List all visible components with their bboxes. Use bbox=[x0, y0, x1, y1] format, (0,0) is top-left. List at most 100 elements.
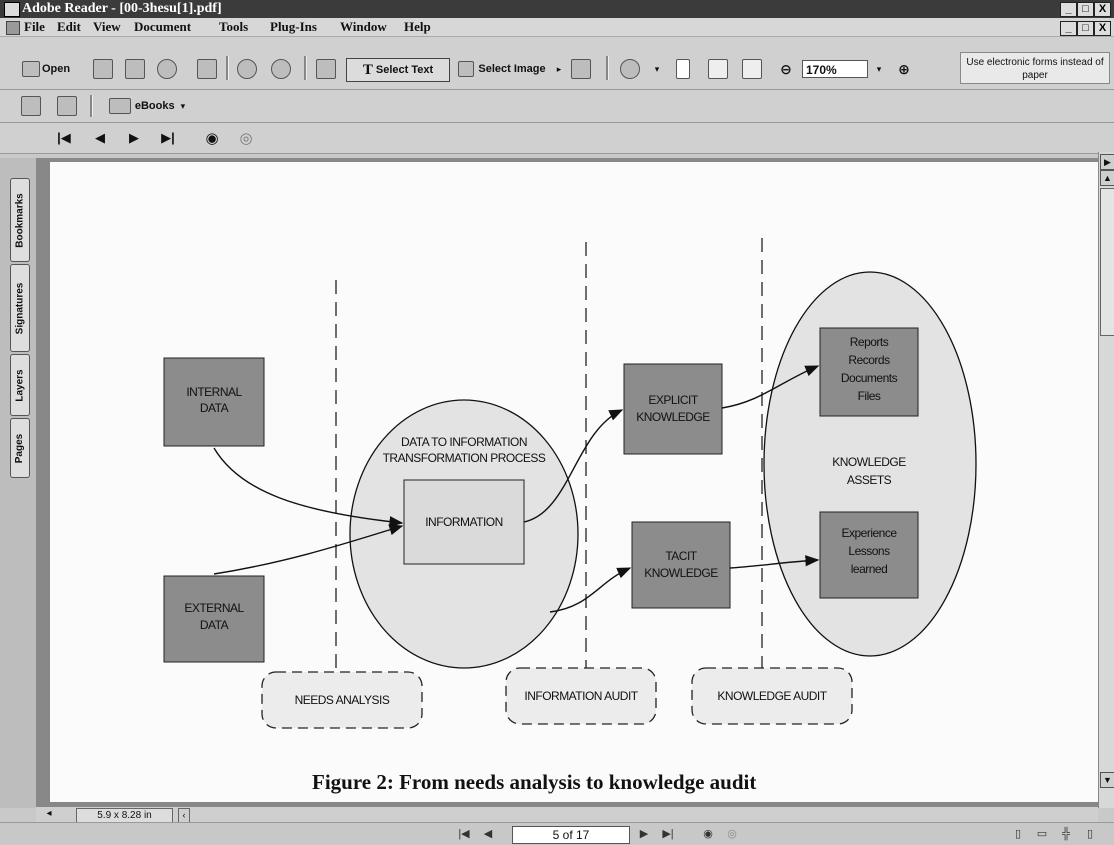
horizontal-scroll-button[interactable]: ‹ bbox=[178, 808, 190, 823]
menu-edit[interactable]: Edit bbox=[57, 19, 81, 34]
doc-icon bbox=[6, 21, 20, 35]
process-title-line1: DATA TO INFORMATION bbox=[401, 435, 527, 449]
continuous-facing-icon[interactable]: ▯ bbox=[1086, 828, 1094, 840]
open-button[interactable]: Open bbox=[18, 58, 74, 80]
information-box bbox=[403, 479, 525, 565]
hand-tool-button[interactable] bbox=[314, 58, 338, 80]
doc-restore-button[interactable]: □ bbox=[1077, 21, 1094, 36]
zoom-value-dropdown-icon[interactable]: ▾ bbox=[876, 63, 882, 74]
zoom-out-button[interactable]: ⊖ bbox=[776, 58, 796, 80]
fit-page-button[interactable] bbox=[706, 58, 730, 80]
continuous-icon[interactable]: ▭ bbox=[1036, 828, 1048, 840]
last-page-button[interactable]: ▶| bbox=[156, 127, 180, 149]
explicit-line1: EXPLICIT bbox=[648, 393, 699, 407]
status-next-page-icon[interactable]: ▶ bbox=[639, 828, 649, 840]
select-image-icon bbox=[458, 61, 475, 77]
knowledge-audit-box bbox=[691, 667, 853, 725]
external-to-information-arrow bbox=[213, 524, 404, 575]
next-page-button[interactable]: ▶ bbox=[122, 127, 146, 149]
scroll-left-icon[interactable]: ◂ bbox=[46, 808, 52, 819]
status-back-icon[interactable]: ◉ bbox=[703, 828, 713, 840]
tab-signatures[interactable]: Signatures bbox=[10, 264, 30, 352]
secondary-toolbar bbox=[0, 90, 1114, 123]
menu-tools[interactable]: Tools bbox=[219, 19, 249, 34]
previous-page-button[interactable]: ◀ bbox=[88, 127, 112, 149]
panel-expand-icon[interactable]: ▶ bbox=[1100, 154, 1114, 170]
select-dropdown-icon[interactable]: ▸ bbox=[556, 63, 562, 74]
rotate-ccw-button[interactable] bbox=[270, 58, 292, 80]
page-size-indicator: 5.9 x 8.28 in bbox=[76, 808, 173, 823]
document-icon bbox=[57, 96, 77, 116]
forms-promo-button[interactable]: Use electronic forms instead of paper bbox=[960, 52, 1110, 84]
minimize-button[interactable]: _ bbox=[1060, 2, 1077, 17]
select-image-button[interactable]: Select Image bbox=[452, 58, 552, 80]
scroll-thumb[interactable] bbox=[1100, 188, 1114, 336]
scroll-up-icon[interactable]: ▲ bbox=[1100, 170, 1114, 186]
ebooks-icon bbox=[108, 98, 131, 114]
save-button[interactable] bbox=[92, 58, 114, 80]
information-audit-label: INFORMATION AUDIT bbox=[524, 689, 638, 703]
actual-size-button[interactable] bbox=[672, 58, 694, 80]
go-forward-button[interactable]: ◎ bbox=[234, 127, 258, 149]
open-folder-icon bbox=[21, 61, 40, 77]
select-image-label: Select Image bbox=[478, 63, 546, 75]
document-viewport[interactable]: INTERNAL DATA EXTERNAL DATA DATA TO INFO… bbox=[36, 158, 1110, 806]
search-button[interactable] bbox=[196, 58, 218, 80]
page-navigation-bar: |◀ ◀ 5 of 17 ▶ ▶| ◉ ◎ ▯ ▭ ╬ ▯ bbox=[0, 822, 1114, 845]
status-previous-page-icon[interactable]: ◀ bbox=[483, 828, 493, 840]
page-number-field[interactable]: 5 of 17 bbox=[512, 826, 630, 844]
status-first-page-icon[interactable]: |◀ bbox=[458, 828, 470, 840]
facing-pages-icon[interactable]: ╬ bbox=[1062, 828, 1070, 840]
first-page-button[interactable]: |◀ bbox=[52, 127, 76, 149]
zoom-dropdown-icon[interactable]: ▾ bbox=[654, 63, 660, 74]
status-last-page-icon[interactable]: ▶| bbox=[662, 828, 674, 840]
zoom-input[interactable]: 170% bbox=[802, 60, 868, 78]
doc-minimize-button[interactable]: _ bbox=[1060, 21, 1077, 36]
select-text-label: Select Text bbox=[375, 64, 434, 76]
maximize-button[interactable]: □ bbox=[1077, 2, 1094, 17]
toolbar-separator bbox=[226, 56, 229, 80]
rotate-button[interactable] bbox=[236, 58, 258, 80]
select-text-button[interactable]: T Select Text bbox=[346, 58, 450, 82]
close-button[interactable]: X bbox=[1094, 2, 1111, 17]
menu-plugins[interactable]: Plug-Ins bbox=[270, 19, 317, 34]
internal-data-line2: DATA bbox=[200, 401, 229, 415]
go-back-button[interactable]: ◉ bbox=[200, 127, 224, 149]
zoom-in-button[interactable] bbox=[618, 58, 642, 80]
tab-layers[interactable]: Layers bbox=[10, 354, 30, 416]
navigation-panel-tabs: Bookmarks Signatures Layers Pages bbox=[0, 158, 37, 808]
snapshot-button[interactable] bbox=[568, 58, 594, 80]
tab-bookmarks-label: Bookmarks bbox=[14, 192, 26, 248]
pdf-page: INTERNAL DATA EXTERNAL DATA DATA TO INFO… bbox=[50, 162, 1110, 802]
vertical-scrollbar[interactable]: ▶ ▲ ▼ bbox=[1098, 152, 1114, 808]
single-page-icon[interactable]: ▯ bbox=[1014, 828, 1022, 840]
print-button[interactable] bbox=[124, 58, 146, 80]
save-icon bbox=[93, 59, 113, 79]
menu-view[interactable]: View bbox=[93, 19, 121, 34]
external-data-line2: DATA bbox=[200, 618, 229, 632]
menu-help[interactable]: Help bbox=[404, 19, 431, 34]
doc-close-button[interactable]: X bbox=[1094, 21, 1111, 36]
zoom-in-circle-button[interactable]: ⊕ bbox=[894, 58, 914, 80]
scroll-down-icon[interactable]: ▼ bbox=[1100, 772, 1114, 788]
internal-data-line1: INTERNAL bbox=[186, 385, 242, 399]
menu-window[interactable]: Window bbox=[340, 19, 387, 34]
binoculars-icon bbox=[197, 59, 217, 79]
fit-width-button[interactable] bbox=[740, 58, 764, 80]
document-tool-button[interactable] bbox=[54, 95, 80, 117]
menu-document[interactable]: Document bbox=[134, 19, 192, 34]
hand-icon bbox=[316, 59, 336, 79]
email-button[interactable] bbox=[156, 58, 178, 80]
window-title: Adobe Reader - [00-3hesu[1].pdf] bbox=[22, 1, 222, 16]
external-data-box bbox=[163, 575, 265, 663]
ebooks-button[interactable]: eBooks ▾ bbox=[100, 95, 194, 117]
tab-pages[interactable]: Pages bbox=[10, 418, 30, 478]
create-pdf-button[interactable] bbox=[18, 95, 44, 117]
menu-file[interactable]: File bbox=[24, 19, 45, 34]
tacit-knowledge-box bbox=[631, 521, 731, 609]
status-forward-icon[interactable]: ◎ bbox=[727, 828, 737, 840]
explicit-line2: KNOWLEDGE bbox=[636, 410, 710, 424]
information-to-explicit-arrow bbox=[523, 409, 624, 523]
first-page-icon: |◀ bbox=[57, 130, 71, 145]
tab-bookmarks[interactable]: Bookmarks bbox=[10, 178, 30, 262]
